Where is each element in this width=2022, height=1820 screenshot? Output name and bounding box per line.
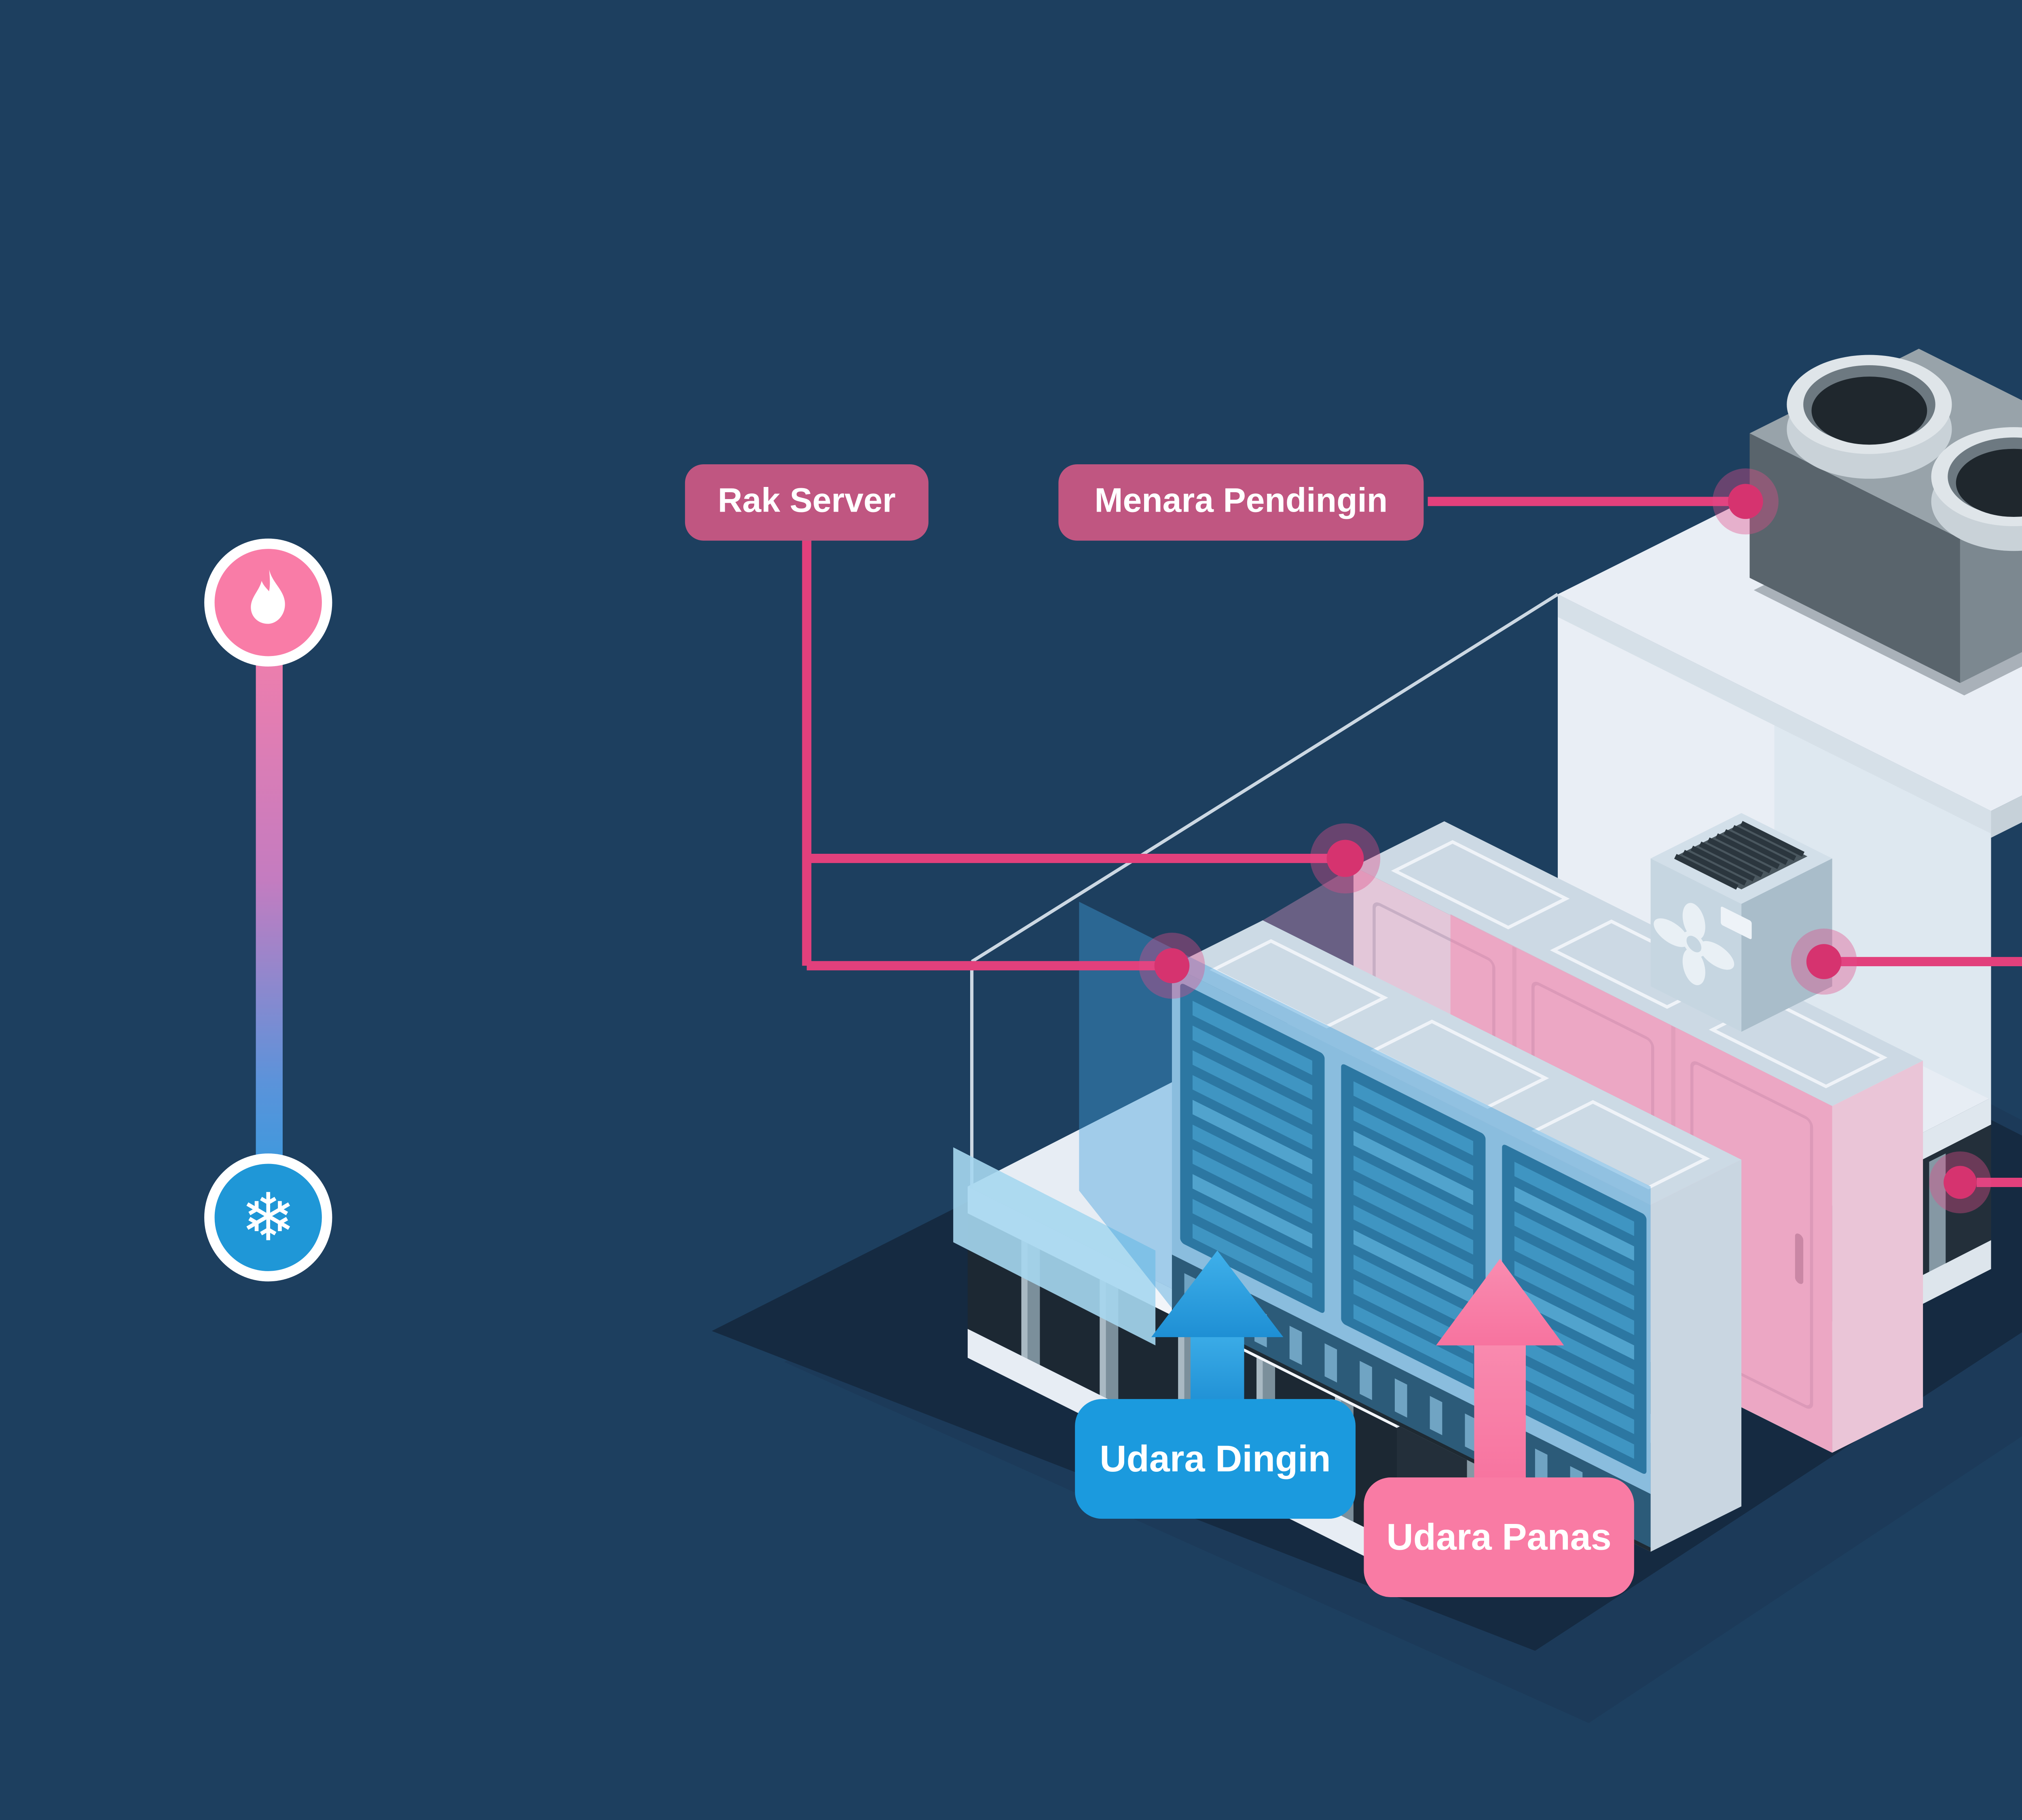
marker-rak-front [1139, 933, 1205, 999]
marker-menara [1712, 468, 1779, 535]
callout-label: Menara Pendingin [1094, 483, 1388, 521]
label-udara-dingin: Udara Dingin [1075, 1399, 1356, 1519]
cold-badge: ❄ [204, 1153, 332, 1282]
hot-air-arrow [1436, 1259, 1564, 1486]
cooling-tower [1749, 349, 2022, 696]
hot-cold-gradient-bar [256, 602, 283, 1218]
cooling-unit [1650, 813, 1832, 1032]
callout-menara-pendingin: Menara Pendingin [1058, 464, 1424, 541]
label-udara-panas: Udara Panas [1364, 1477, 1634, 1597]
room-wireframe [970, 593, 1559, 1189]
tower-fan-cylinder-1 [1787, 355, 1952, 479]
flame-icon [251, 569, 285, 624]
marker-rak-back [1310, 823, 1381, 894]
snowflake-icon: ❄ [240, 1178, 296, 1257]
callout-markers [1139, 468, 1991, 1213]
callout-label: Rak Server [717, 483, 896, 521]
server-fronts [1180, 984, 1647, 1474]
hot-badge [204, 538, 332, 667]
unit-fan-icon [1654, 903, 1752, 985]
flow-label: Udara Panas [1386, 1516, 1612, 1558]
marker-unit [1791, 928, 1857, 995]
callout-connectors [802, 497, 2022, 1187]
tower-fan-cylinder-2 [1931, 427, 2022, 551]
callout-rak-server: Rak Server [685, 464, 929, 541]
cold-air-arrow [1151, 1250, 1284, 1407]
cold-floor-patch [953, 1147, 1156, 1346]
marker-lantai [1929, 1151, 1991, 1213]
flow-label: Udara Dingin [1100, 1438, 1331, 1480]
